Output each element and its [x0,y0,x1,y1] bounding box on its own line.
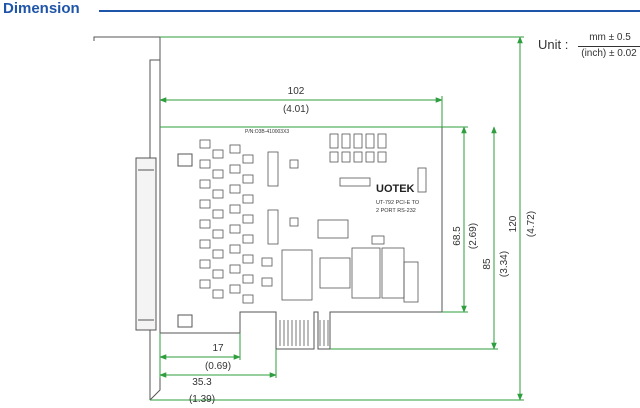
header-rule [99,10,640,12]
model-line-1: UT-792 PCI-E TO [376,200,420,206]
dim-68-inch: (2.69) [468,223,479,249]
part-number: P/N:O3B-410003X3 [245,129,289,135]
dim-68-mm: 68.5 [452,226,463,246]
mounting-bracket [93,36,161,401]
dimension-lines [150,36,524,401]
section-header: Dimension [0,0,640,26]
dim-102-inch: (4.01) [283,104,309,115]
dim-35-inch: (1.39) [189,394,215,405]
unit-legend: Unit : mm ± 0.5 (inch) ± 0.02 [538,31,640,65]
pcie-edge-connector [279,320,329,346]
section-title: Dimension [3,0,80,17]
dim-102-mm: 102 [288,86,305,97]
pcb-components [199,133,427,304]
dim-85-inch: (3.34) [499,251,510,277]
dim-35-mm: 35.3 [192,377,212,388]
dim-120-mm: 120 [508,215,519,232]
dim-17-inch: (0.69) [205,361,231,372]
model-line-2: 2 PORT RS-232 [376,208,416,214]
unit-inch: (inch) ± 0.02 [581,48,637,59]
unit-fraction-bar [578,46,640,47]
dim-17-mm: 17 [212,343,224,354]
pcb-board [160,126,443,350]
unit-mm: mm ± 0.5 [589,32,631,43]
dim-85-mm: 85 [482,258,493,270]
brand-logo-text: UOTEK [376,183,415,195]
unit-label: Unit : [538,37,569,52]
dim-120-inch: (4.72) [526,211,537,237]
